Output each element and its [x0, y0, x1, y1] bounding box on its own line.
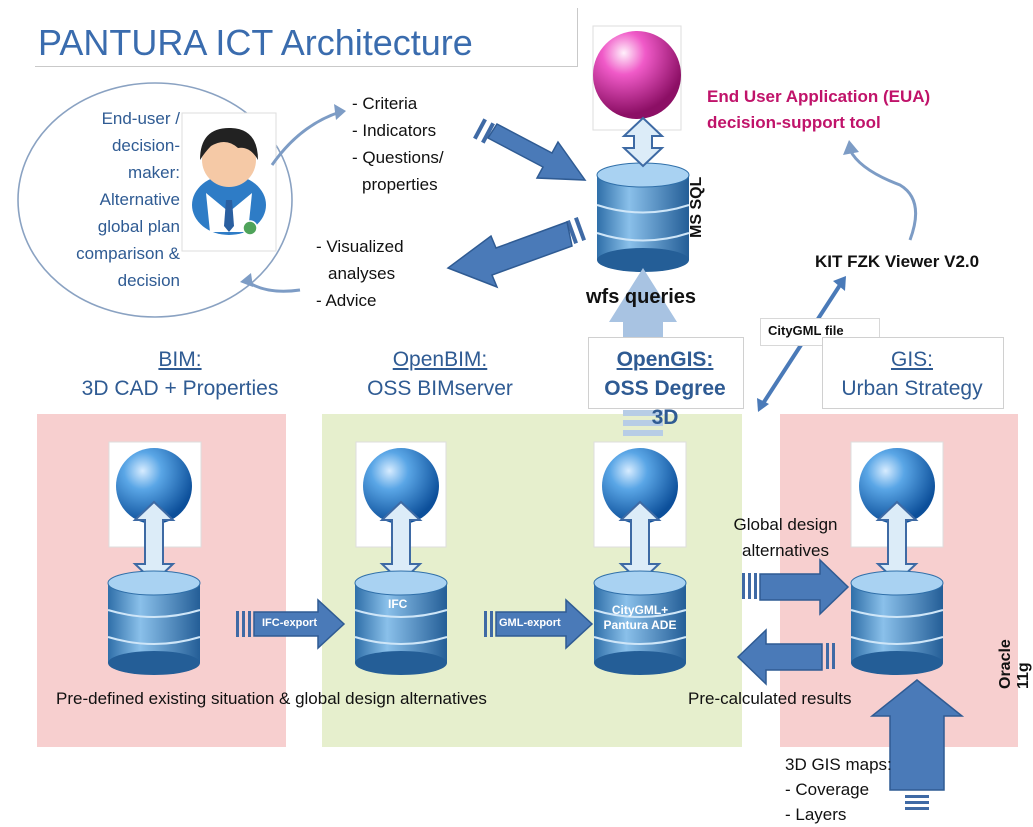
kit-viewer-label: KIT FZK Viewer V2.0	[815, 252, 980, 271]
input-item: - Indicators	[352, 121, 437, 140]
predefined-label: Pre-defined existing situation & global …	[56, 689, 487, 708]
openbim-title: OpenBIM:	[392, 348, 488, 371]
citygml-db-line: CityGML+	[611, 603, 669, 617]
enduser-line: decision-	[111, 136, 180, 155]
enduser-line: Alternative	[99, 190, 180, 209]
ifc-export-label: IFC-export	[262, 617, 317, 629]
citygml-db-line: Pantura ADE	[603, 618, 677, 632]
title-frame	[35, 8, 578, 67]
citygml-db-label: CityGML+ Pantura ADE	[602, 603, 678, 633]
user-avatar-icon	[192, 127, 266, 236]
page-title: PANTURA ICT Architecture	[38, 22, 473, 63]
input-item: - Criteria	[352, 94, 418, 113]
opengis-sphere	[602, 448, 678, 524]
enduser-line: global plan	[97, 217, 180, 236]
enduser-text: End-user / decision- maker: Alternative …	[52, 105, 180, 294]
gml-export-label: GML-export	[499, 617, 561, 629]
output-item: analyses	[328, 264, 396, 283]
global-design-label: Global design alternatives	[723, 512, 848, 564]
precalc-label: Pre-calculated results	[688, 689, 852, 708]
opengis-sub: OSS Degree 3D	[604, 377, 726, 429]
gis-maps-line: - Layers	[785, 805, 847, 824]
output-item: - Advice	[316, 291, 377, 310]
eua-line: End User Application (EUA)	[707, 87, 931, 106]
global-design-line: Global design	[733, 515, 838, 534]
gis-maps-line: - Coverage	[785, 780, 870, 799]
gis-sphere	[859, 448, 935, 524]
eua-sphere	[593, 31, 681, 119]
gis-title: GIS:	[890, 348, 933, 371]
global-design-line: alternatives	[742, 541, 829, 560]
ifc-db-label: IFC	[388, 597, 408, 611]
gis-maps-label: 3D GIS maps: - Coverage - Layers	[785, 752, 892, 827]
openbim-header: OpenBIM: OSS BIMserver	[340, 345, 540, 403]
bim-header: BIM: 3D CAD + Properties	[80, 345, 280, 403]
oracle-label: Oracle 11g	[997, 639, 1032, 689]
inputs-list: - Criteria - Indicators - Questions/ pro…	[352, 90, 444, 198]
gis-header-box	[822, 337, 1004, 409]
citygml-file-label: CityGML file	[768, 323, 844, 338]
mssql-label: MS SQL	[688, 176, 705, 238]
input-item: properties	[362, 175, 438, 194]
enduser-line: End-user /	[101, 109, 180, 128]
output-item: - Visualized	[316, 237, 404, 256]
opengis-header-box	[588, 337, 744, 409]
input-item: - Questions/	[352, 148, 444, 167]
gis-sub: Urban Strategy	[841, 377, 983, 400]
enduser-line: decision	[117, 271, 180, 290]
opengis-header: OpenGIS: OSS Degree 3D	[590, 345, 740, 432]
gis-header: GIS: Urban Strategy	[822, 345, 1002, 403]
bim-sphere	[116, 448, 192, 524]
enduser-line: comparison &	[76, 244, 180, 263]
eua-label: End User Application (EUA) decision-supp…	[707, 84, 930, 136]
bim-title: BIM:	[158, 348, 202, 371]
openbim-sub: OSS BIMserver	[367, 377, 513, 400]
mssql-db-icon	[596, 162, 690, 272]
eua-line: decision-support tool	[707, 113, 881, 132]
wfs-label: wfs queries	[586, 286, 697, 308]
gis-maps-line: 3D GIS maps:	[785, 755, 892, 774]
bim-sub: 3D CAD + Properties	[81, 377, 279, 400]
enduser-line: maker:	[128, 163, 180, 182]
outputs-list: - Visualized analyses - Advice	[316, 233, 404, 314]
opengis-title: OpenGIS:	[616, 348, 714, 371]
openbim-sphere	[363, 448, 439, 524]
